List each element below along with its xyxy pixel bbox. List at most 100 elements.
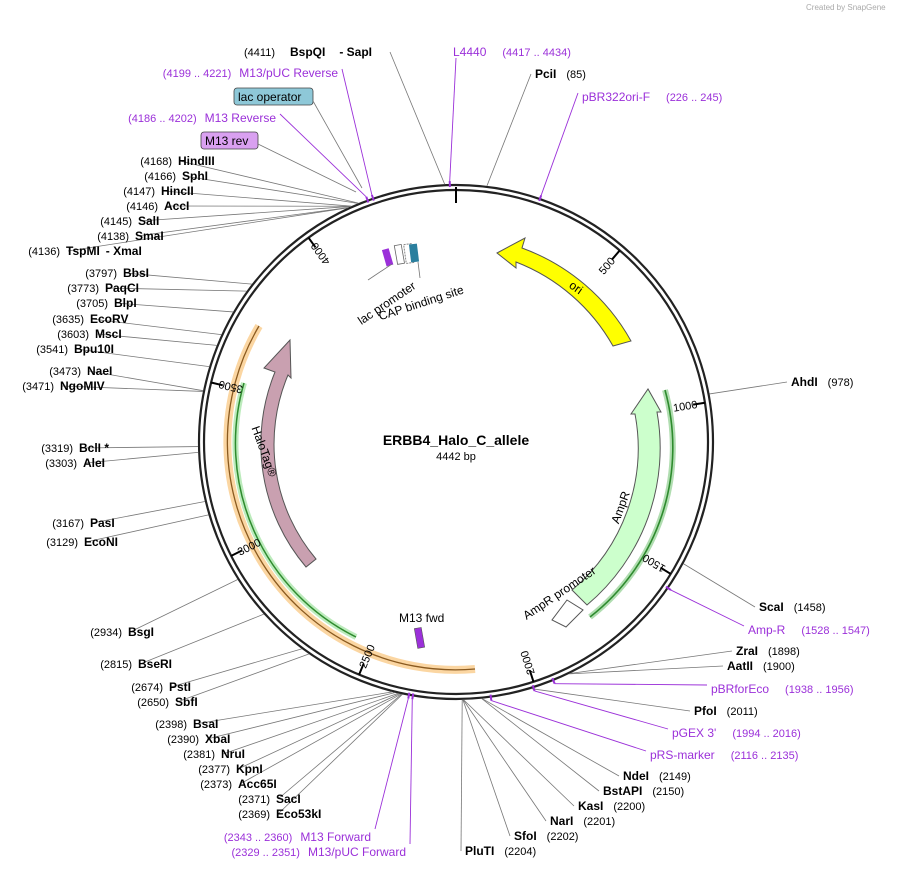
- enzyme-label[interactable]: NgoMIV(3471): [22, 379, 104, 393]
- enzyme-label[interactable]: BbsI(3797): [85, 266, 149, 280]
- enzyme-label[interactable]: SalI(4145): [100, 214, 159, 228]
- enzyme-position: (4147): [123, 186, 155, 198]
- enzyme-leader: [462, 699, 511, 837]
- enzyme-label[interactable]: BsaI(2398): [155, 717, 218, 731]
- enzyme-label[interactable]: BspQI(4411)- SapI: [244, 45, 372, 59]
- enzyme-label[interactable]: EcoRV(3635): [52, 312, 128, 326]
- m13-fwd-label: M13 fwd: [399, 611, 444, 625]
- lac-promoter-feature[interactable]: [393, 243, 405, 265]
- primer-label[interactable]: M13/pUC Reverse(4199 .. 4221): [163, 66, 339, 80]
- enzyme-label[interactable]: ScaI(1458): [759, 600, 825, 614]
- enzyme-leader: [683, 563, 756, 608]
- enzyme-label[interactable]: ZraI(1898): [736, 644, 800, 658]
- halotag-arrow[interactable]: [260, 338, 317, 568]
- enzyme-label[interactable]: Bpu10I(3541): [36, 342, 114, 356]
- primer-label[interactable]: M13 Forward(2343 .. 2360): [224, 830, 371, 844]
- enzyme-label[interactable]: HincII(4147): [123, 184, 193, 198]
- enzyme-label[interactable]: BseRI(2815): [100, 657, 172, 671]
- enzyme-label[interactable]: PaqCI (3773): [67, 281, 139, 295]
- enzyme-position: (3471): [22, 381, 54, 393]
- enzyme-position: (3797): [85, 268, 117, 280]
- enzyme-label[interactable]: KpnI(2377): [198, 762, 262, 776]
- enzyme-label[interactable]: SacI(2371): [238, 792, 300, 806]
- primer-name: M13/pUC Reverse: [239, 66, 338, 80]
- enzyme-label[interactable]: SfoI (2202): [514, 829, 578, 843]
- enzyme-label[interactable]: AatII(1900): [727, 659, 795, 673]
- enzyme-label[interactable]: BstAPI(2150): [603, 784, 684, 798]
- ori-arrow[interactable]: [496, 236, 632, 347]
- enzyme-label[interactable]: PciI(85): [535, 67, 586, 81]
- enzyme-name: BclI *: [79, 441, 109, 455]
- enzyme-label[interactable]: SbfI(2650): [137, 695, 197, 709]
- enzyme-label[interactable]: PfoI(2011): [694, 704, 758, 718]
- enzyme-label[interactable]: SphI(4166): [144, 169, 208, 183]
- enzyme-label[interactable]: AccI(4146): [126, 199, 189, 213]
- enzyme-name: PaqCI: [105, 281, 139, 295]
- m13-rev-box[interactable]: [200, 131, 259, 150]
- enzyme-label[interactable]: NruI(2381): [183, 747, 245, 761]
- enzyme-label[interactable]: PluTI(2204): [465, 844, 536, 858]
- enzyme-label[interactable]: BlpI(3705): [76, 296, 136, 310]
- enzyme-name: PluTI: [465, 844, 494, 858]
- primer-label[interactable]: L4440(4417 .. 4434): [453, 45, 571, 59]
- enzyme-label[interactable]: Acc65I(2373): [200, 777, 277, 791]
- enzyme-label[interactable]: NarI(2201): [550, 814, 615, 828]
- m13-rev-feature[interactable]: [381, 248, 394, 267]
- tick-mark: [230, 549, 243, 557]
- enzyme-label[interactable]: PasI(3167): [52, 516, 114, 530]
- primer-range: (1938 .. 1956): [785, 684, 854, 696]
- lac-operator-feature[interactable]: [408, 243, 420, 263]
- enzyme-label[interactable]: TspMI(4136)- XmaI: [28, 244, 142, 258]
- enzyme-leader: [67, 207, 348, 252]
- enzyme-label[interactable]: HindIII(4168): [140, 154, 214, 168]
- enzyme-name: NdeI: [623, 769, 649, 783]
- enzyme-label[interactable]: MscI(3603): [57, 327, 121, 341]
- enzyme-name: AccI: [164, 199, 189, 213]
- primer-name: M13 Reverse: [205, 111, 277, 125]
- primer-range: (2116 .. 2135): [731, 750, 799, 762]
- ori-label: ori: [567, 278, 586, 297]
- enzyme-name: SfoI: [514, 829, 537, 843]
- enzyme-label[interactable]: Eco53kI(2369): [238, 807, 321, 821]
- ampr-orf-line: [589, 389, 674, 618]
- primer-label[interactable]: pRS-marker(2116 .. 2135): [650, 748, 798, 762]
- enzyme-label[interactable]: KasI(2200): [578, 799, 645, 813]
- lac-operator-box[interactable]: [233, 87, 314, 106]
- primer-range: (226 .. 245): [666, 92, 722, 104]
- enzyme-label[interactable]: NaeI(3473): [49, 364, 112, 378]
- primer-range: (2343 .. 2360): [224, 832, 293, 844]
- enzyme-label[interactable]: EcoNI(3129): [46, 535, 118, 549]
- enzyme-leader: [176, 653, 310, 703]
- enzyme-label[interactable]: BsgI(2934): [90, 625, 154, 639]
- enzyme-label[interactable]: SmaI(4138): [97, 229, 163, 243]
- enzyme-leader: [569, 665, 724, 675]
- lac-operator-leader: [312, 100, 363, 189]
- enzyme-position: (2369): [238, 809, 270, 821]
- ampr-promoter-arrow[interactable]: [551, 599, 584, 628]
- primer-site: [665, 585, 672, 591]
- ampr-arrow[interactable]: [571, 388, 662, 606]
- primer-label[interactable]: Amp-R(1528 .. 1547): [748, 623, 870, 637]
- primer-label[interactable]: pGEX 3' (1994 .. 2016): [672, 726, 801, 740]
- enzyme-leader: [91, 501, 206, 524]
- enzyme-label[interactable]: NdeI(2149): [623, 769, 691, 783]
- enzyme-position: (2200): [613, 801, 645, 813]
- enzyme-label[interactable]: XbaI(2390): [167, 732, 230, 746]
- primer-label[interactable]: pBRforEco(1938 .. 1956): [711, 682, 854, 696]
- enzyme-position: (3773): [67, 283, 99, 295]
- primer-range: (1994 .. 2016): [732, 728, 801, 740]
- enzyme-label[interactable]: AleI(3303): [45, 456, 105, 470]
- primer-name: pGEX 3': [672, 726, 716, 740]
- enzyme-label[interactable]: BclI *(3319): [41, 441, 109, 455]
- enzyme-position: (2202): [547, 831, 579, 843]
- enzyme-label[interactable]: PstI(2674): [131, 680, 191, 694]
- enzyme-leader: [115, 302, 234, 313]
- primer-label[interactable]: pBR322ori-F(226 .. 245): [582, 90, 722, 104]
- tick-label: 500: [597, 255, 618, 277]
- m13-fwd-feature[interactable]: [413, 627, 426, 649]
- enzyme-leader: [389, 51, 446, 185]
- primer-label[interactable]: M13/pUC Forward(2329 .. 2351): [231, 845, 406, 859]
- primer-label[interactable]: M13 Reverse(4186 .. 4202): [128, 111, 276, 125]
- enzyme-label[interactable]: AhdI(978): [791, 375, 853, 389]
